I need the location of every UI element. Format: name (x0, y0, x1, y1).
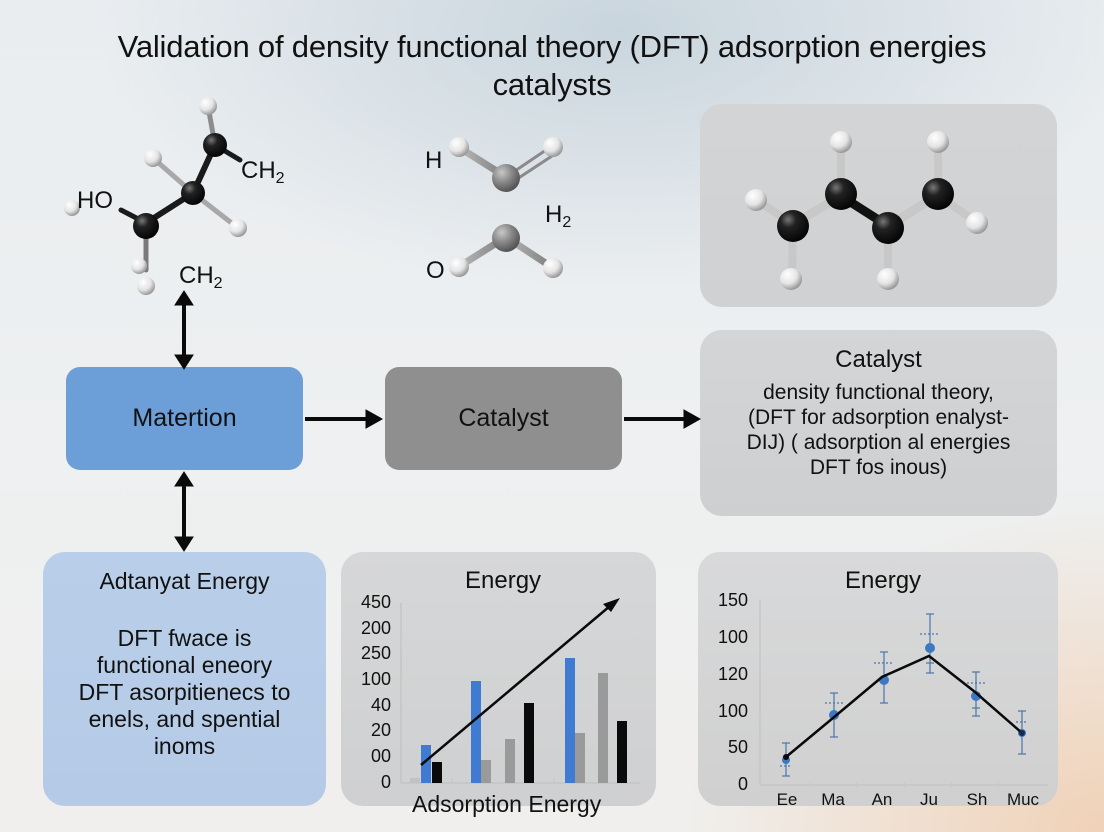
arrow-right-icon (683, 409, 702, 429)
line-ytick: 150 (717, 590, 748, 610)
catalyst-info-panel: Catalyst density functional theory, (DFT… (700, 330, 1057, 516)
adtanyat-energy-heading: Adtanyat Energy (99, 568, 270, 594)
bar-chart-title: Energy (465, 567, 542, 594)
bar (410, 778, 420, 783)
catalyst-info-body: density functional theory, (DFT for adso… (746, 381, 1011, 479)
molecule-panel (700, 104, 1057, 307)
label-h2: H2 (545, 201, 571, 232)
catalyst-label: Catalyst (458, 404, 549, 432)
line-ytick: 100 (717, 701, 748, 721)
label-ch2-bottom-text: CH (179, 262, 214, 289)
catalyst-box[interactable]: Catalyst (385, 367, 622, 470)
line-chart-title: Energy (845, 567, 922, 594)
arrow-down-icon (174, 354, 194, 370)
label-ch2-top-text: CH (241, 157, 276, 184)
bar-ytick: 250 (360, 643, 391, 663)
bar-ytick: 20 (370, 720, 391, 740)
bar (598, 673, 608, 783)
label-h2-text: H (545, 201, 563, 228)
line-xtick: An (871, 790, 893, 809)
label-o: O (426, 257, 445, 284)
label-ho: HO (77, 187, 113, 214)
bar (524, 703, 534, 783)
bar (565, 658, 575, 783)
trend-arrow-icon (603, 598, 620, 612)
line-xtick: Ma (821, 790, 845, 809)
bar (505, 739, 515, 783)
line-xtick: Ju (920, 790, 938, 809)
line-ytick: 50 (727, 737, 748, 757)
page-title: Validation of density functional theory … (0, 28, 1104, 104)
arrow-up-icon (174, 290, 194, 306)
label-ch2-bottom-sub: 2 (213, 275, 223, 292)
bar-series (410, 658, 627, 783)
bar (432, 762, 442, 783)
line-xtick: Ee (776, 790, 798, 809)
line-ytick: 0 (737, 774, 748, 794)
title-line-1: Validation of density functional theory … (117, 29, 987, 64)
bar-ytick: 450 (360, 592, 391, 612)
line-xtick: Sh (966, 790, 988, 809)
label-h: H (425, 147, 443, 174)
matertion-label: Matertion (132, 404, 237, 432)
line-ytick: 120 (717, 664, 748, 684)
adtanyat-energy-body: DFT fwace is functional eneory DFT asorp… (78, 625, 291, 759)
bar-chart-xlabel: Adsorption Energy (412, 791, 602, 817)
bar-ytick: 40 (370, 695, 391, 715)
matertion-box[interactable]: Matertion (66, 367, 303, 470)
adtanyat-energy-panel: Adtanyat Energy DFT fwace is functional … (43, 552, 326, 806)
bar-ytick: 0 (380, 772, 391, 792)
arrow-up-icon (174, 471, 194, 487)
arrow-right-icon (365, 409, 384, 429)
catalyst-info-heading: Catalyst (835, 346, 922, 373)
label-ch2-top-sub: 2 (275, 170, 285, 187)
title-line-2: catalysts (492, 67, 612, 102)
label-h2-sub: 2 (562, 214, 572, 231)
bar-ytick: 00 (370, 746, 391, 766)
bar (617, 721, 627, 783)
label-ch2-bottom: CH2 (179, 262, 223, 293)
bar-ytick: 100 (360, 669, 391, 689)
line-xtick: Muc (1006, 790, 1040, 809)
line-ytick: 100 (717, 627, 748, 647)
label-ch2-top: CH2 (241, 157, 285, 188)
arrow-down-icon (174, 536, 194, 552)
bar (471, 681, 481, 783)
molecule-right-icon (745, 131, 988, 290)
bar (421, 745, 431, 783)
bar-ytick: 200 (360, 618, 391, 638)
bar (575, 733, 585, 783)
bar (481, 760, 491, 783)
